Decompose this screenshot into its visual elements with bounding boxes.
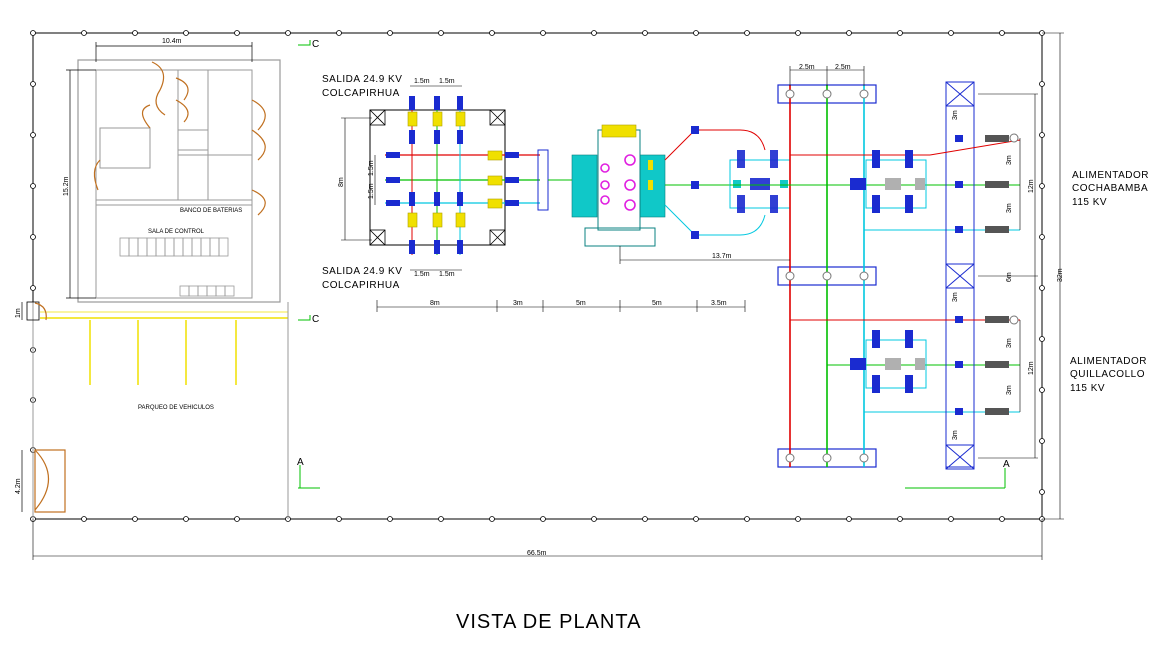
feeder-bay-cochabamba xyxy=(850,150,927,213)
hv-bus-structure xyxy=(730,84,1020,468)
alim-cochabamba-line2: COCHABAMBA xyxy=(1072,183,1148,194)
dim-12-bottom: 12m xyxy=(1028,361,1035,375)
dim-3m-l2: 3m xyxy=(952,292,959,302)
hv-leads xyxy=(691,126,766,239)
alim-quillacollo-line2: QUILLACOLLO xyxy=(1070,369,1145,380)
gates xyxy=(26,301,66,513)
section-c-top: C xyxy=(312,39,320,50)
salida-bottom-line2: COLCAPIRHUA xyxy=(322,280,400,291)
dim-1-5-e: 1.5m xyxy=(368,160,375,176)
dim-1-5-f: 1.5m xyxy=(368,183,375,199)
dim-2-5-a: 2.5m xyxy=(799,64,815,71)
line-entrance-structure xyxy=(929,81,1021,470)
power-transformer xyxy=(548,124,735,247)
right-dimensions xyxy=(32,32,1064,560)
control-building: BANCO DE BATERIAS SALA DE CONTROL xyxy=(77,59,281,303)
dim-6m: 6m xyxy=(1006,272,1013,282)
hv-disconnector-left xyxy=(729,150,791,213)
dim-8m: 8m xyxy=(430,300,440,307)
dim-15-2: 15.2m xyxy=(63,176,70,196)
dim-3m-r2: 3m xyxy=(1006,203,1013,213)
hv-bus-dimensions xyxy=(789,66,865,86)
dim-1-5-b: 1.5m xyxy=(439,78,455,85)
building-doors xyxy=(93,61,266,216)
alim-quillacollo-line1: ALIMENTADOR xyxy=(1070,356,1147,367)
section-markers xyxy=(298,40,1006,489)
dim-1-5-d: 1.5m xyxy=(439,271,455,278)
dim-5m-b: 5m xyxy=(652,300,662,307)
salida-top-line1: SALIDA 24.9 KV xyxy=(322,74,402,85)
section-a-right: A xyxy=(1003,459,1010,470)
dim-1-5-c: 1.5m xyxy=(414,271,430,278)
feeder-bay-quillacollo xyxy=(850,330,927,393)
chain-dimensions xyxy=(376,300,746,312)
parking-label: PARQUEO DE VEHICULOS xyxy=(138,405,214,411)
building-dimensions xyxy=(66,42,253,299)
salida-top-line2: COLCAPIRHUA xyxy=(322,88,400,99)
dim-5m-a: 5m xyxy=(576,300,586,307)
dim-1-5-a: 1.5m xyxy=(414,78,430,85)
salida-bottom-line1: SALIDA 24.9 KV xyxy=(322,266,402,277)
dim-32: 32m xyxy=(1057,268,1064,282)
dim-13-7: 13.7m xyxy=(712,253,732,260)
dim-3m-r1: 3m xyxy=(1006,155,1013,165)
alim-quillacollo-line3: 115 KV xyxy=(1070,383,1105,394)
dim-3m: 3m xyxy=(513,300,523,307)
dim-3m-r3: 3m xyxy=(1006,338,1013,348)
battery-bank-label: BANCO DE BATERIAS xyxy=(180,208,242,214)
dim-2-5-b: 2.5m xyxy=(835,64,851,71)
dim-4-2: 4.2m xyxy=(15,478,22,494)
parking-area: PARQUEO DE VEHICULOS xyxy=(32,302,289,519)
control-panels xyxy=(119,237,235,297)
alim-cochabamba-line1: ALIMENTADOR xyxy=(1072,170,1149,181)
section-c-bottom: C xyxy=(312,314,320,325)
control-room-label: SALA DE CONTROL xyxy=(148,229,205,235)
dim-66-5: 66.5m xyxy=(527,550,547,557)
dim-10-4: 10.4m xyxy=(162,38,182,45)
alim-cochabamba-line3: 115 KV xyxy=(1072,197,1107,208)
section-a-left: A xyxy=(297,457,304,468)
dim-3m-l3: 3m xyxy=(952,430,959,440)
mv-bay-structure xyxy=(369,96,549,255)
dim-12-top: 12m xyxy=(1028,179,1035,193)
transformer-dimension xyxy=(619,246,790,264)
dim-8-vertical: 8m xyxy=(338,177,345,187)
dim-3m-r4: 3m xyxy=(1006,385,1013,395)
dim-1m: 1m xyxy=(15,308,22,318)
dim-3-5: 3.5m xyxy=(711,300,727,307)
dim-3m-l1: 3m xyxy=(952,110,959,120)
drawing-title: VISTA DE PLANTA xyxy=(456,611,641,633)
mv-bay-dimensions xyxy=(341,85,462,271)
